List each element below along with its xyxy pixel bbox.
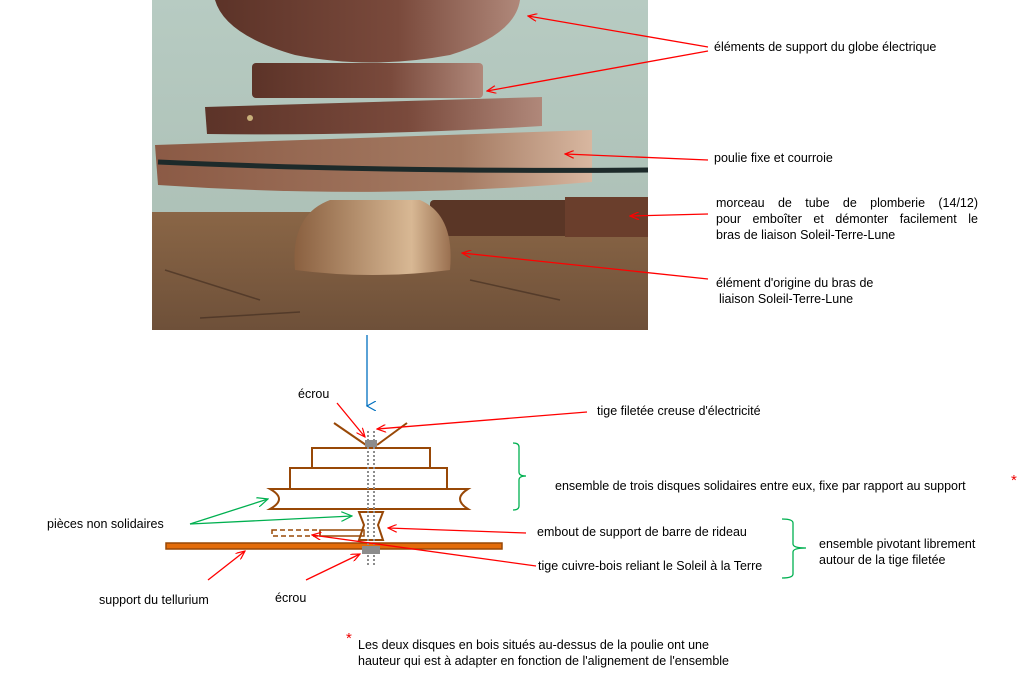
nut-top <box>365 440 377 447</box>
footnote-star: * <box>346 630 352 647</box>
label-tube-line2: pour emboîter et démonter facilement le <box>716 212 978 226</box>
green-arrows <box>189 442 807 579</box>
label-threaded-rod: tige filetée creuse d'électricité <box>597 404 761 418</box>
label-pulley: poulie fixe et courroie <box>714 151 833 165</box>
photo-arrows <box>462 16 709 280</box>
footnote-line2: hauteur qui est à adapter en fonction de… <box>358 654 729 668</box>
label-tube: morceau de tube de plomberie (14/12) pou… <box>716 195 978 243</box>
label-pivot-line2: autour de la tige filetée <box>819 553 946 567</box>
schematic-arrows <box>207 402 588 581</box>
disc-top <box>311 447 431 469</box>
footnote-marker-star: * <box>1011 472 1017 489</box>
tellurium-support <box>165 542 503 550</box>
rod-solid <box>319 529 365 537</box>
label-support: support du tellurium <box>99 593 209 607</box>
label-origin-line2: liaison Soleil-Terre-Lune <box>719 292 854 306</box>
threaded-rod <box>362 431 380 565</box>
label-tube-line1: morceau de tube de plomberie (14/12) <box>716 196 978 210</box>
label-loose-parts: pièces non solidaires <box>47 517 164 531</box>
footnote-line1: Les deux disques en bois situés au-dessu… <box>358 638 709 652</box>
photo-tellurium-base <box>152 0 649 330</box>
label-copper-rod: tige cuivre-bois reliant le Soleil à la … <box>538 559 763 573</box>
brace-pivot <box>781 518 807 579</box>
label-globe-support: éléments de support du globe électrique <box>714 40 937 54</box>
nut-bottom <box>362 546 380 554</box>
label-origin-line1: élément d'origine du bras de <box>716 276 874 290</box>
label-three-discs: ensemble de trois disques solidaires ent… <box>555 479 966 493</box>
brace-three-discs <box>512 442 527 511</box>
label-nut-top: écrou <box>298 387 330 401</box>
label-end-cap: embout de support de barre de rideau <box>537 525 747 539</box>
label-tube-line3: bras de liaison Soleil-Terre-Lune <box>716 228 896 242</box>
cone-left <box>333 422 367 446</box>
label-pivot-line1: ensemble pivotant librement <box>819 537 976 551</box>
label-nut-bottom: écrou <box>275 591 307 605</box>
end-cap <box>357 511 385 541</box>
